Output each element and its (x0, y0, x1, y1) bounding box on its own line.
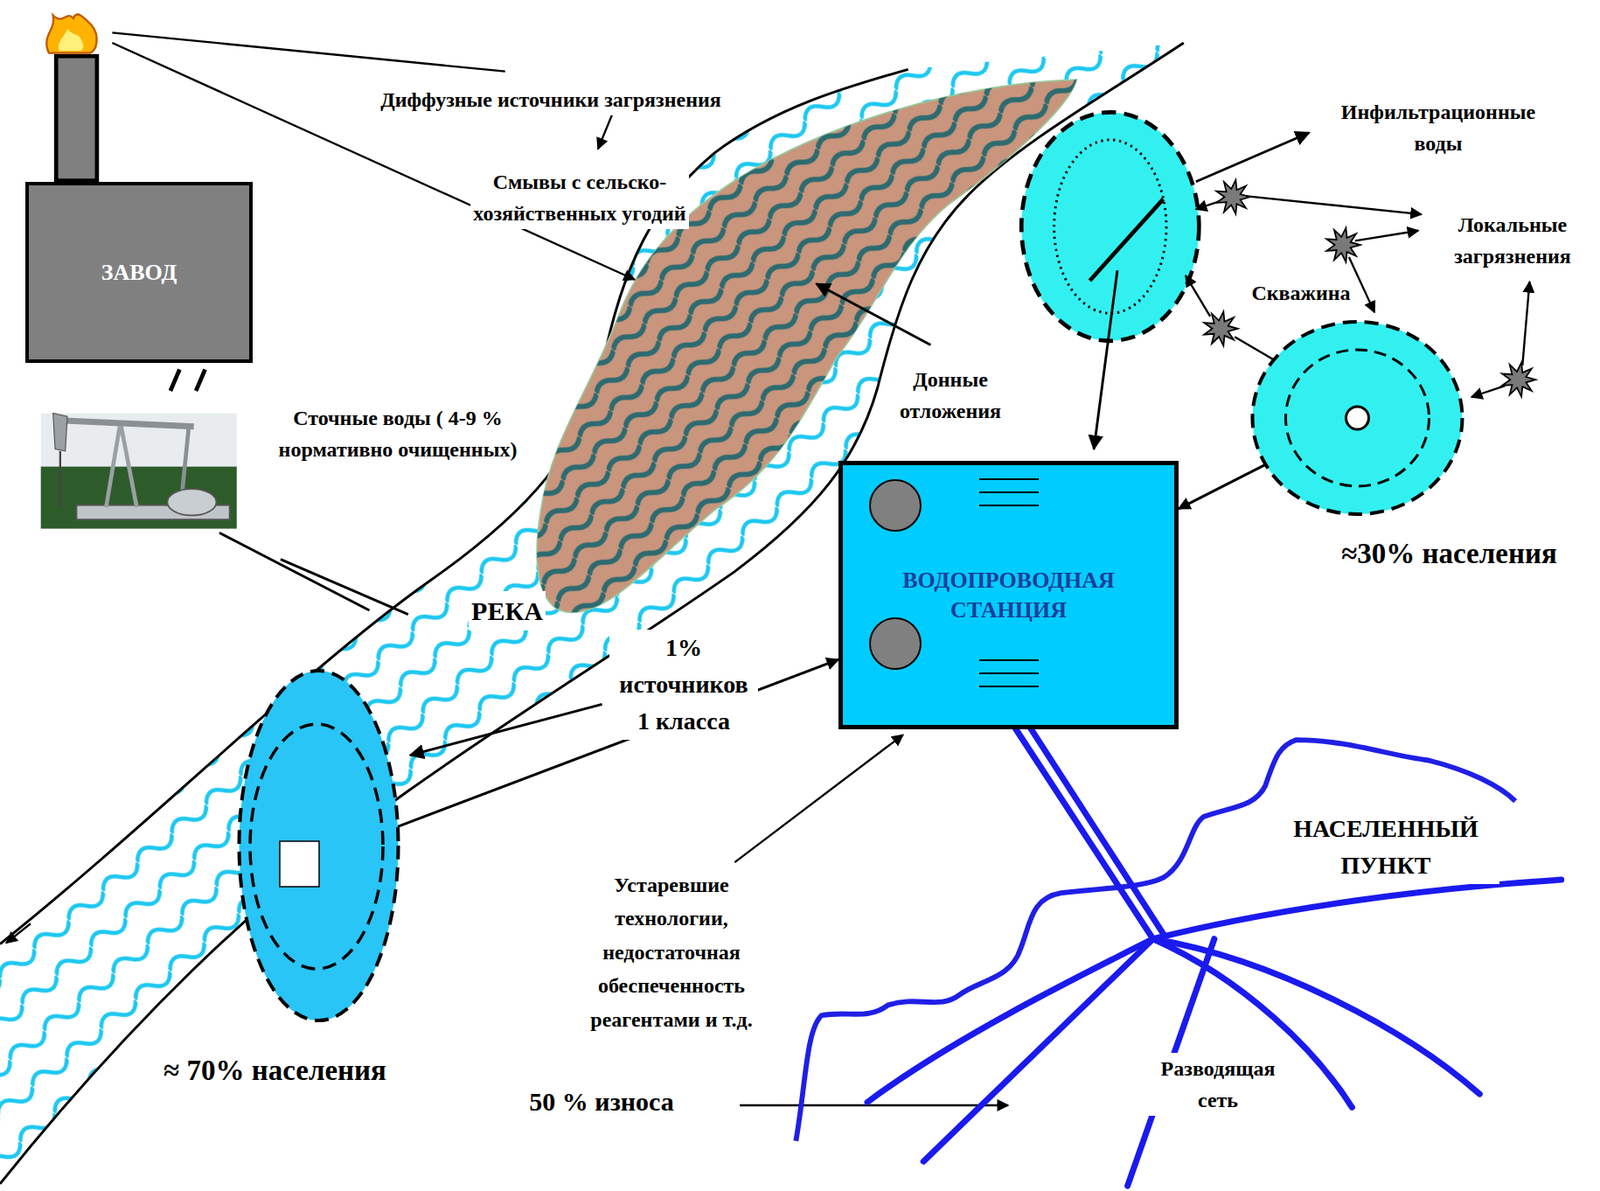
pollution-star (1502, 362, 1537, 397)
sediment-leader (816, 283, 932, 345)
pollution-arrow (1522, 281, 1530, 366)
pollution-arrow (1245, 195, 1422, 215)
distribution-network (867, 720, 1562, 1186)
zone-outline (236, 667, 401, 1023)
filter-symbol (979, 685, 1039, 688)
pollution-arrow (1185, 275, 1211, 317)
annotation-label: Донные отложения (884, 363, 1016, 427)
river-intake-zone: ≈ 70% населения (236, 667, 401, 1023)
pumpjack-pitman (181, 426, 189, 499)
pumpjack-frame (120, 422, 138, 508)
tank-symbol (869, 618, 921, 669)
well-shaft (1089, 199, 1163, 281)
box-title: ЗАВОД (101, 257, 178, 288)
well-head (1346, 406, 1370, 430)
annotation-label: 50 % износа (526, 1081, 676, 1121)
pollution-star (1326, 228, 1361, 263)
river-bank (0, 42, 1184, 1184)
wear-leader (739, 1104, 1009, 1107)
population-caption: ≈30% населения (1338, 537, 1560, 571)
chimney (55, 55, 98, 181)
station-equipment (842, 465, 1175, 725)
river-waves (0, 42, 1184, 1184)
protection-zone (239, 670, 399, 1021)
well-feed (1093, 270, 1118, 449)
pipe-break (170, 368, 181, 391)
protection-zone (1252, 321, 1463, 515)
flame (46, 14, 97, 54)
settlement-outline (795, 739, 1516, 1141)
emission-leader (111, 32, 505, 71)
intake-leader (410, 703, 602, 755)
population-caption: ≈ 70% населения (160, 1054, 390, 1087)
pollution-star (1203, 311, 1239, 346)
sewage-pipe (280, 559, 409, 615)
annotation-label: Диффузные источники загрязнения (377, 83, 724, 116)
filter-symbol (979, 659, 1039, 661)
annotation-label: РЕКА (468, 591, 546, 631)
annotation-label: НАСЕЛЕННЫЙ ПУНКТ (1272, 810, 1500, 884)
well-inner-zone (1054, 139, 1167, 314)
annotation-label: Локальные загрязнения (1433, 208, 1592, 272)
network-pipe (1153, 879, 1562, 940)
annotation-label: Сточные воды ( 4-9 % нормативно очищенны… (273, 402, 523, 466)
factory-box: ЗАВОД (25, 181, 253, 363)
inner-zone (250, 723, 383, 969)
annotation-label: 1% источников 1 класса (609, 629, 759, 740)
pollution-arrow (1471, 385, 1506, 397)
pumpjack-motor (166, 488, 216, 515)
sewage-pipe (219, 532, 370, 611)
inner-zone (1286, 349, 1430, 487)
pumpjack-sky (41, 413, 237, 467)
filter-symbol (979, 478, 1039, 480)
filter-symbol (979, 491, 1039, 494)
main-pipe (1009, 720, 1153, 940)
pumpjack-rod (59, 451, 62, 508)
zone-outline (1250, 319, 1465, 517)
pumpjack-beam (59, 420, 195, 427)
annotation-label: Смывы с сельско- хозяйственных угодий (470, 166, 689, 230)
flame-core (58, 28, 84, 52)
pumpjack-frame (105, 422, 120, 508)
well-zone (1021, 111, 1199, 341)
infiltration-arrow (1196, 132, 1310, 182)
pollution-star (1216, 180, 1251, 215)
pumpjack-ground (41, 466, 237, 529)
tank-symbol (869, 480, 921, 531)
well-zone-circle: ≈30% населения (1250, 319, 1465, 517)
pollution-arrow (1355, 230, 1419, 242)
main-pipe (1025, 720, 1164, 934)
annotation-label: Устаревшие технологии, недостаточная обе… (562, 868, 781, 1037)
station-leader (734, 734, 904, 863)
filter-symbol (979, 672, 1039, 675)
annotation-label: Скважина (1248, 277, 1353, 309)
water-station-box: ВОДОПРОВОДНАЯ СТАНЦИЯ (838, 460, 1179, 730)
water-supply-connector (1178, 472, 1251, 509)
pipe-break (195, 368, 206, 391)
filter-symbol (979, 504, 1039, 507)
river-water (0, 42, 1184, 1184)
intake-structure (279, 841, 320, 887)
network-pipe (923, 939, 1154, 1162)
box-title: ВОДОПРОВОДНАЯ СТАНЦИЯ (877, 565, 1141, 626)
annotation-label: Разводящая сеть (1147, 1052, 1288, 1116)
pumpjack-head (53, 413, 68, 452)
flow-arrow (6, 923, 31, 943)
annotation-label: Инфильтрационные воды (1333, 96, 1544, 160)
diffuse-arrow (598, 114, 613, 150)
